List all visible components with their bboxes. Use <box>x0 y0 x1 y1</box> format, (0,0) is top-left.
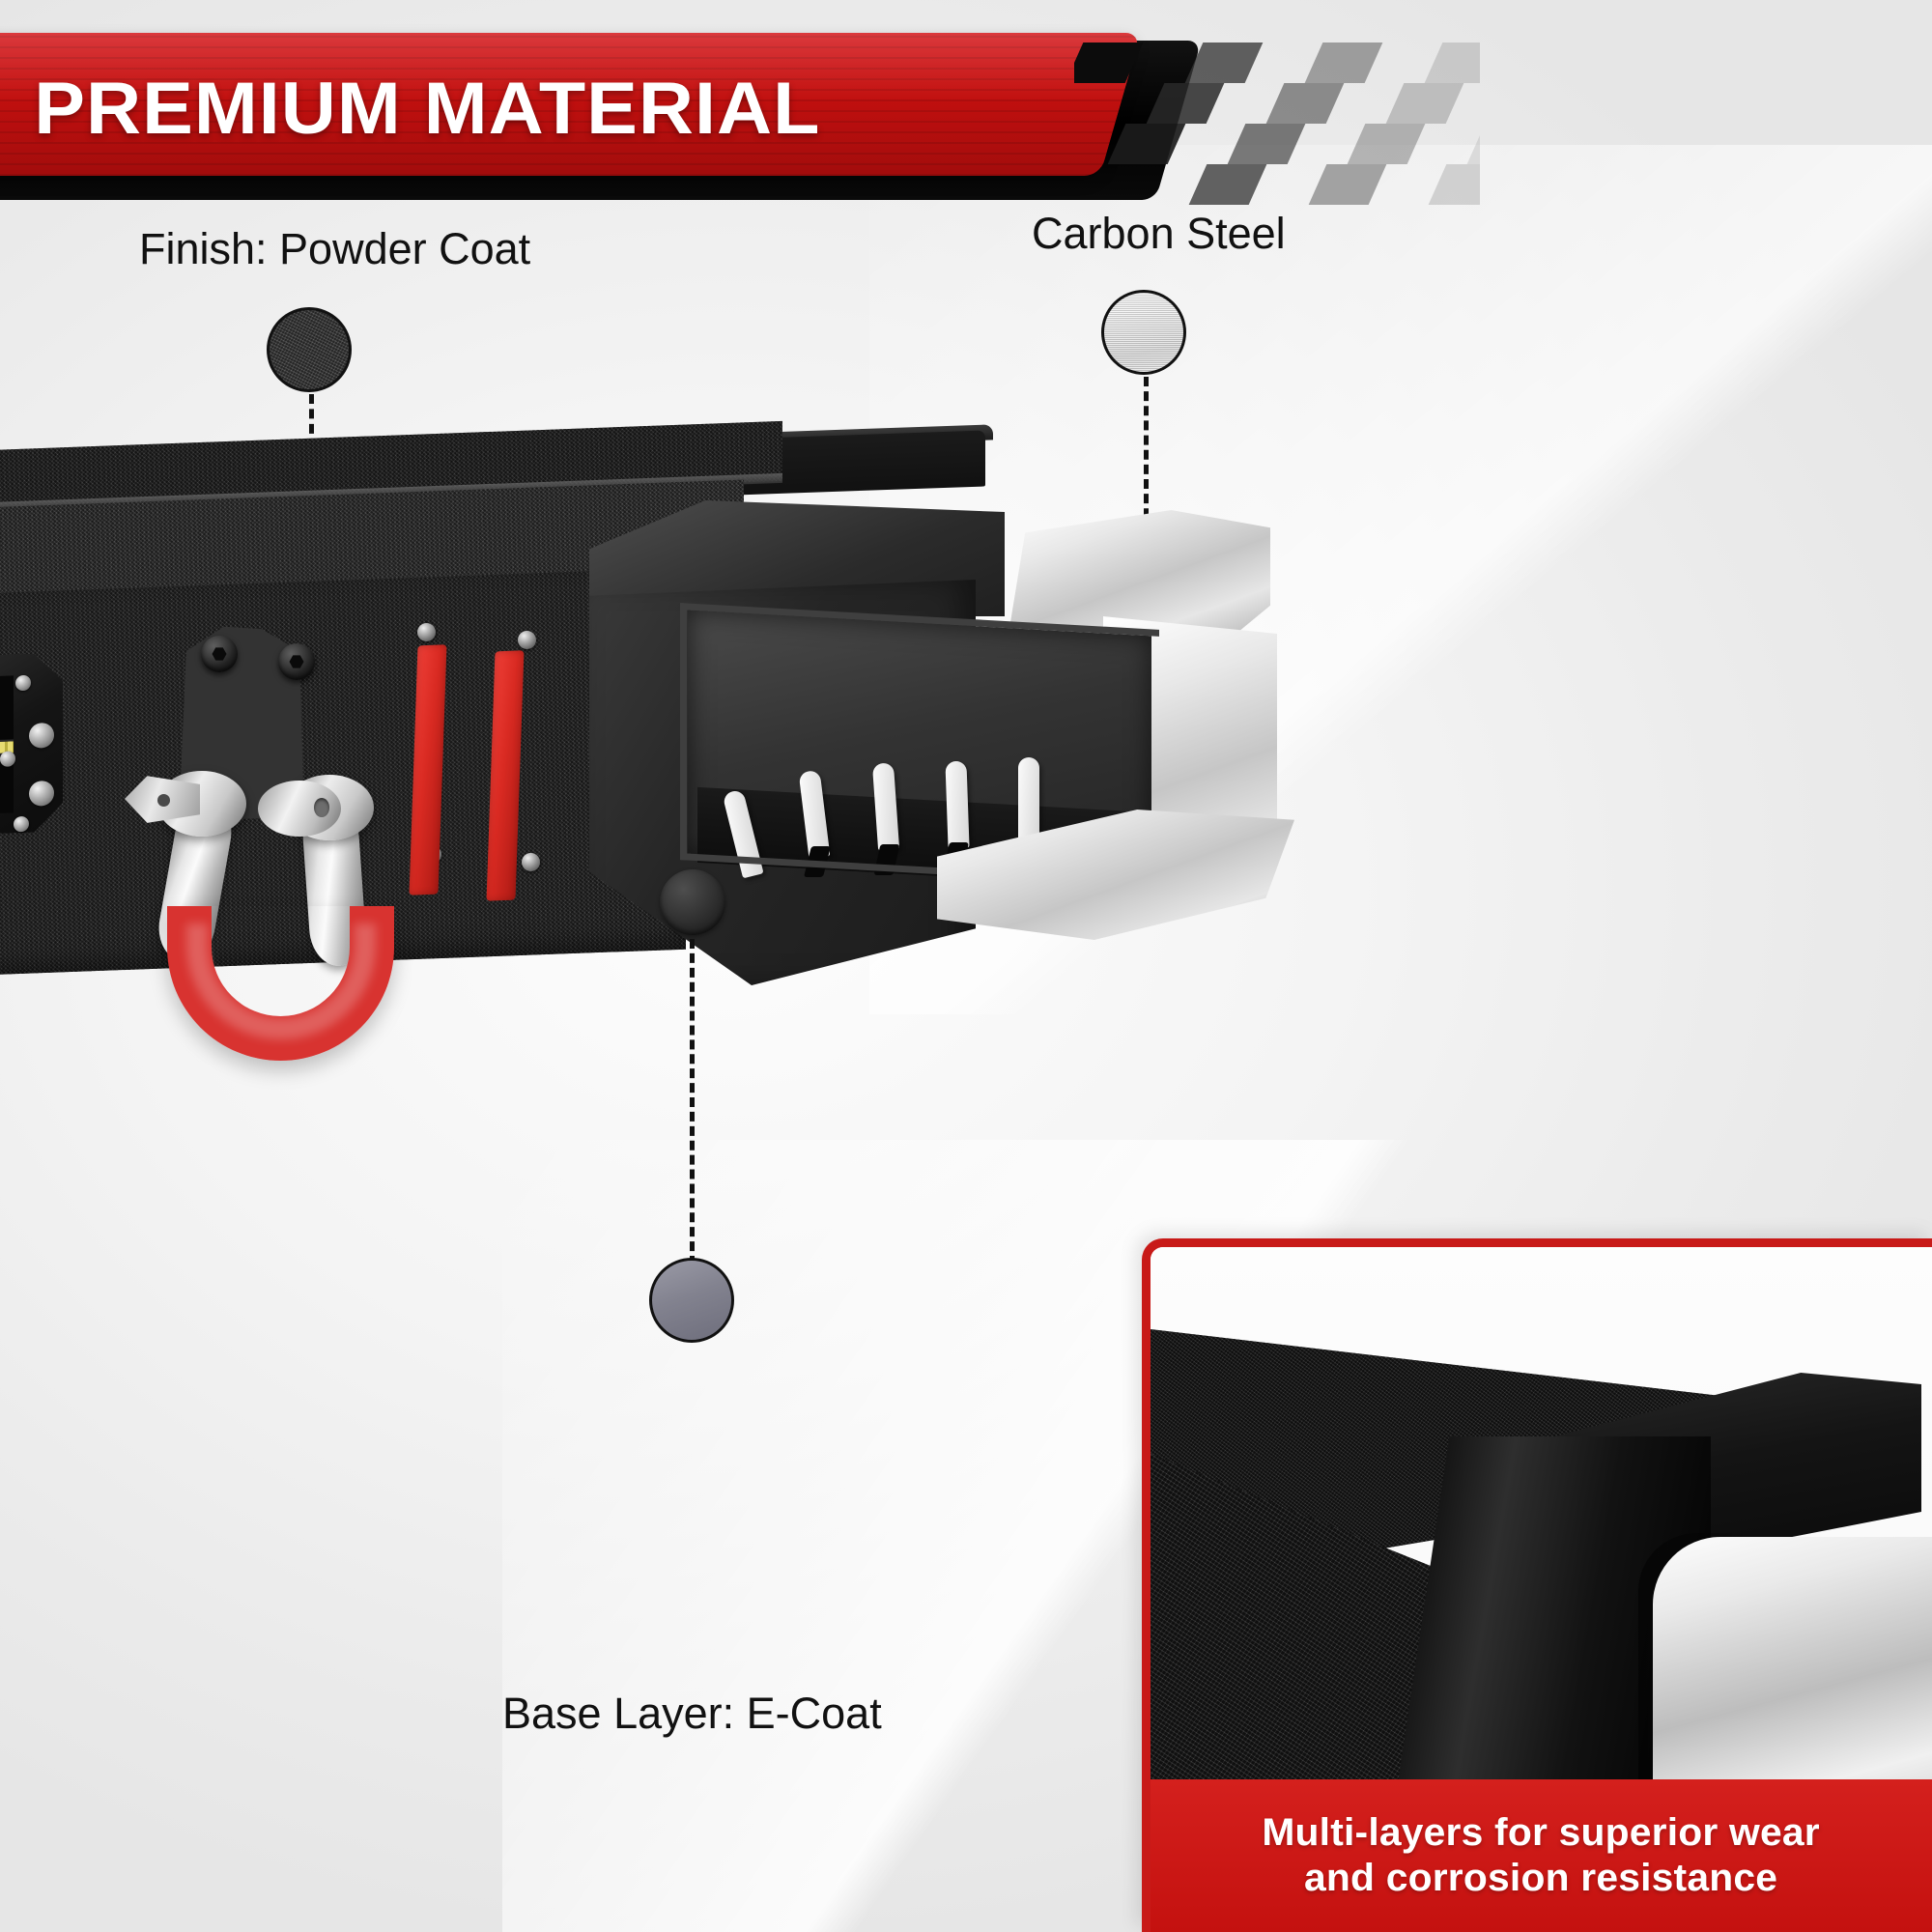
checker-square <box>1424 43 1480 83</box>
shackle-pin <box>258 781 341 837</box>
inset-caption-line2: and corrosion resistance <box>1304 1857 1778 1899</box>
checker-row <box>1074 83 1480 124</box>
inset-caption-line1: Multi-layers for superior wear <box>1262 1810 1821 1854</box>
checker-square <box>1347 124 1426 164</box>
checker-square <box>1265 83 1345 124</box>
bumper-plug-cap <box>660 869 725 935</box>
leader-line-carbon-steel <box>1144 377 1149 591</box>
checker-square <box>1385 83 1464 124</box>
carbon-steel-swatch <box>1101 290 1186 375</box>
checker-square <box>1074 43 1144 83</box>
callout-label-finish: Finish: Powder Coat <box>139 224 531 273</box>
header-banner: PREMIUM MATERIAL <box>0 0 1932 232</box>
d-ring-shackle <box>125 744 459 1061</box>
checker-row <box>1074 124 1480 164</box>
checker-square <box>1188 164 1267 205</box>
page-title: PREMIUM MATERIAL <box>34 67 821 150</box>
checker-square <box>1304 43 1383 83</box>
panel-screw <box>518 631 536 649</box>
hex-bolt <box>278 643 315 680</box>
checker-square <box>1428 164 1480 205</box>
checker-square <box>1227 124 1306 164</box>
panel-screw <box>522 853 540 871</box>
inset-caption-banner: Multi-layers for superior wear and corro… <box>1151 1779 1932 1932</box>
checker-row <box>1074 164 1480 205</box>
callout-label-base-layer: Base Layer: E-Coat <box>502 1689 882 1738</box>
checker-square <box>1107 124 1186 164</box>
layer-carbon-steel <box>1653 1537 1932 1788</box>
checkered-flag-icon <box>1074 43 1480 207</box>
powder-coat-swatch <box>267 307 352 392</box>
callout-label-carbon-steel: Carbon Steel <box>1032 209 1286 258</box>
checker-square <box>1308 164 1387 205</box>
checker-square <box>1146 83 1225 124</box>
grille-fin <box>1018 757 1039 844</box>
checker-row <box>1074 43 1480 83</box>
led-light-pod <box>0 653 63 837</box>
material-closeup-photo <box>1151 1247 1932 1788</box>
led-lens <box>0 675 14 816</box>
checker-square <box>1184 43 1264 83</box>
leader-line-base-layer <box>690 939 695 1265</box>
bumper-trim-top <box>1009 510 1270 636</box>
inset-caption-text: Multi-layers for superior wear and corro… <box>1238 1810 1843 1901</box>
panel-screw <box>417 623 436 641</box>
product-bumper-image <box>0 420 1323 1063</box>
e-coat-swatch <box>649 1258 734 1343</box>
material-closeup-panel: Multi-layers for superior wear and corro… <box>1142 1238 1932 1932</box>
checker-square <box>1466 124 1480 164</box>
hex-bolt <box>201 636 238 672</box>
